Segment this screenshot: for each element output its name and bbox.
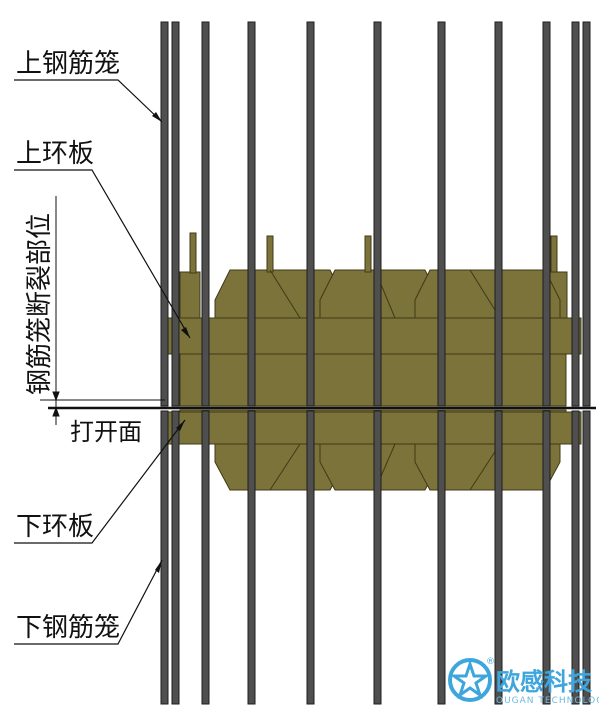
label-open-face: 打开面 <box>70 418 142 446</box>
logo-registered-mark: ® <box>486 657 495 667</box>
lower-ring-plate <box>164 409 582 491</box>
break-dimension <box>40 196 165 425</box>
leader-lower-cage <box>14 559 163 645</box>
label-lower-cage: 下钢筋笼 <box>16 613 120 643</box>
leader-lines <box>14 79 191 645</box>
logo-sub: OUGAN TECHNOLOGY <box>496 696 599 706</box>
arrow-lower-ring <box>176 420 185 431</box>
label-break-position: 钢筋笼断裂部位 <box>25 213 55 395</box>
leader-upper-ring <box>14 169 191 339</box>
arrow-lower-cage <box>155 560 162 573</box>
label-upper-ring: 上环板 <box>16 139 94 169</box>
lower-rebar-cage <box>160 410 591 705</box>
upper-ring-plate <box>164 232 582 407</box>
logo-name: 欧感科技 <box>496 668 593 696</box>
upper-rebar-cage <box>160 21 591 407</box>
leader-lower-ring <box>14 419 186 544</box>
arrow-upper-cage <box>152 112 162 122</box>
label-upper-cage: 上钢筋笼 <box>16 49 120 79</box>
leader-upper-cage <box>14 79 163 123</box>
label-lower-ring: 下环板 <box>16 512 94 542</box>
arrow-upper-ring <box>181 327 190 338</box>
company-logo: 欧感科技 OUGAN TECHNOLOGY ® <box>448 657 599 706</box>
